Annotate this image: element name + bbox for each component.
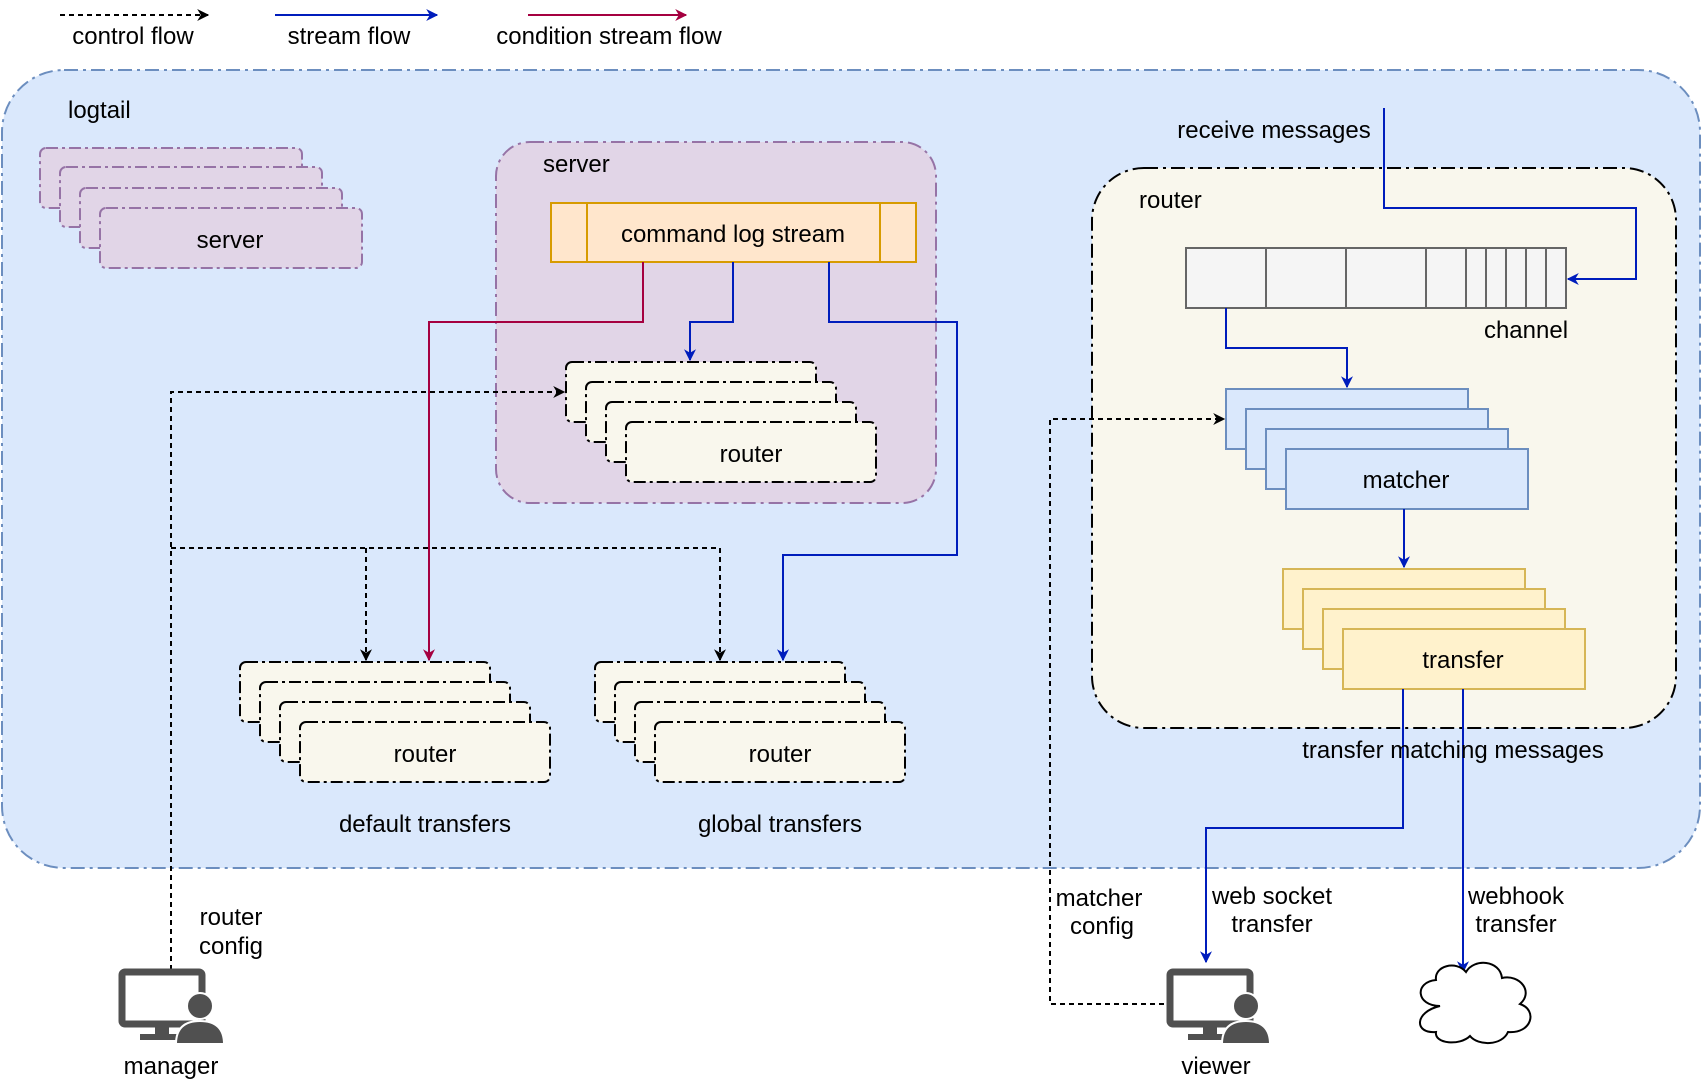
server-stack-label: server — [197, 227, 264, 254]
condition-stream-flow-label: condition stream flow — [496, 23, 722, 50]
condition-stream-to-default — [423, 262, 644, 662]
channel-label: channel — [1484, 317, 1568, 344]
control-viewer-to-matcher — [1049, 413, 1226, 1005]
matcher-label: matcher — [1363, 467, 1450, 494]
default-router-label: router — [394, 741, 457, 768]
router-config-label-1: router — [200, 904, 263, 931]
server-group-label: server — [543, 151, 610, 178]
manager-label: manager — [124, 1053, 219, 1080]
matcher-stack — [1225, 388, 1529, 510]
stream-transfer-to-viewer — [1200, 689, 1404, 964]
server-router-stack — [565, 361, 877, 483]
global-transfers-label: global transfers — [698, 811, 862, 838]
channel-queue — [1185, 247, 1567, 309]
viewer-icon — [1166, 968, 1272, 1045]
command-log-stream — [550, 202, 917, 263]
router-config-label-2: config — [199, 933, 263, 960]
command-log-stream-label: command log stream — [621, 221, 845, 248]
control-manager-to-transfers — [171, 547, 726, 662]
stream-to-server-router — [684, 262, 734, 362]
stream-channel-to-matcher — [1225, 308, 1353, 389]
stream-to-global — [777, 262, 958, 662]
transfer-label: transfer — [1422, 647, 1503, 674]
web-socket-label-1: web socket — [1211, 883, 1332, 910]
transfer-matching-label: transfer matching messages — [1302, 737, 1603, 764]
router-group-label: router — [1139, 187, 1202, 214]
cloud-icon — [1419, 962, 1532, 1044]
web-socket-label-2: transfer — [1231, 911, 1312, 938]
webhook-label-1: webhook — [1467, 883, 1565, 910]
control-manager-to-server-router — [170, 386, 566, 970]
legend: control flow stream flow condition strea… — [60, 9, 722, 50]
server-stack — [39, 147, 363, 269]
matcher-config-label-1: matcher — [1056, 885, 1143, 912]
server-router-label: router — [720, 441, 783, 468]
stream-flow-label: stream flow — [288, 23, 411, 50]
transfer-stack — [1282, 568, 1586, 690]
manager-icon — [118, 968, 226, 1045]
stream-receive-to-channel — [1383, 108, 1637, 285]
default-router-stack — [239, 661, 551, 783]
control-flow-label: control flow — [72, 23, 194, 50]
viewer-label: viewer — [1181, 1053, 1250, 1080]
webhook-label-2: transfer — [1475, 911, 1556, 938]
default-transfers-label: default transfers — [339, 811, 511, 838]
global-router-label: router — [749, 741, 812, 768]
matcher-config-label-2: config — [1070, 913, 1134, 940]
global-router-stack — [594, 661, 906, 783]
logtail-label: logtail — [68, 97, 131, 124]
receive-messages-label: receive messages — [1177, 117, 1370, 144]
